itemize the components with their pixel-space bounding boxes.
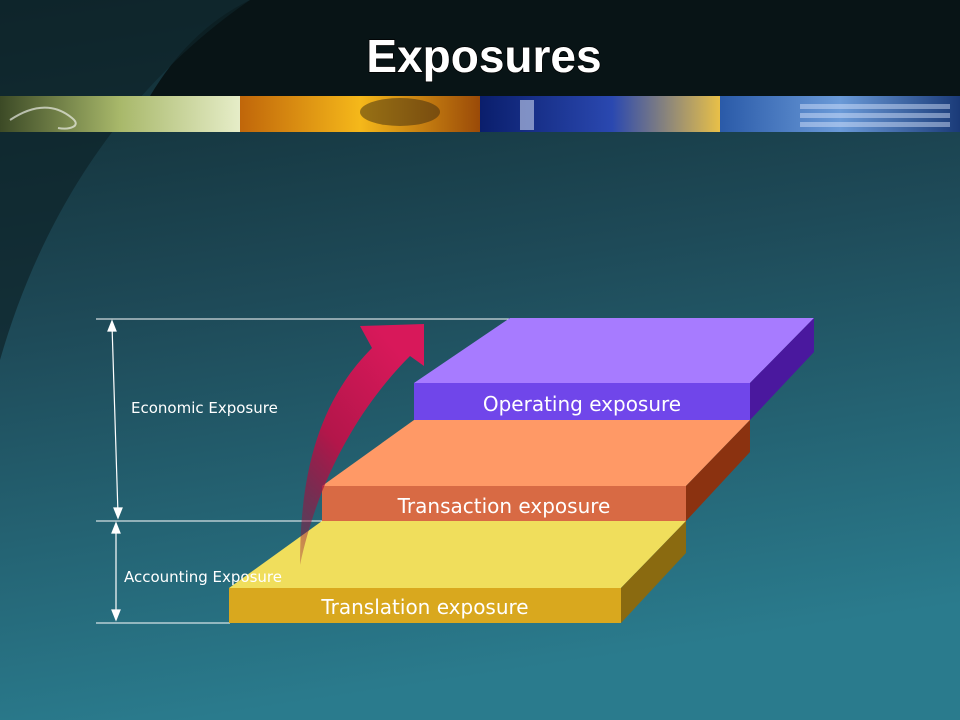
step-translation-top [229,521,686,588]
step-operating-front [414,383,750,420]
progress-arrow-icon [300,324,424,565]
accounting-exposure-label: Accounting Exposure [124,568,282,586]
slide-title: Exposures [366,30,601,82]
step-translation-side [621,521,686,623]
step-transaction-top [322,420,750,486]
mouse-photo-icon [0,96,240,132]
photo-banner [0,96,960,132]
step-transaction-side [686,420,750,521]
mouse-cable-icon [9,106,77,130]
title-bar [150,0,960,96]
step-transaction-front [322,486,686,521]
step-translation-label: Translation exposure [320,595,528,619]
disc-shape-icon [360,98,440,126]
keyboard-photo-icon [720,96,960,132]
step-transaction-label: Transaction exposure [397,494,611,518]
step-operating: Operating exposure [414,318,814,420]
step-operating-top [414,318,814,383]
economic-exposure-label: Economic Exposure [131,399,278,417]
keys-photo-icon [240,96,480,132]
step-transaction: Transaction exposure [322,420,750,521]
step-translation-front [229,588,621,623]
step-operating-label: Operating exposure [483,392,681,416]
step-translation: Translation exposure [229,521,686,623]
laboratory-photo-icon [480,96,720,132]
economic-bracket-arrow [107,319,123,520]
accounting-bracket-arrow [111,521,121,622]
background-curve [0,0,250,360]
test-tube-icon [520,100,534,130]
keyboard-keys-icon [800,104,950,127]
step-operating-side [750,318,814,420]
